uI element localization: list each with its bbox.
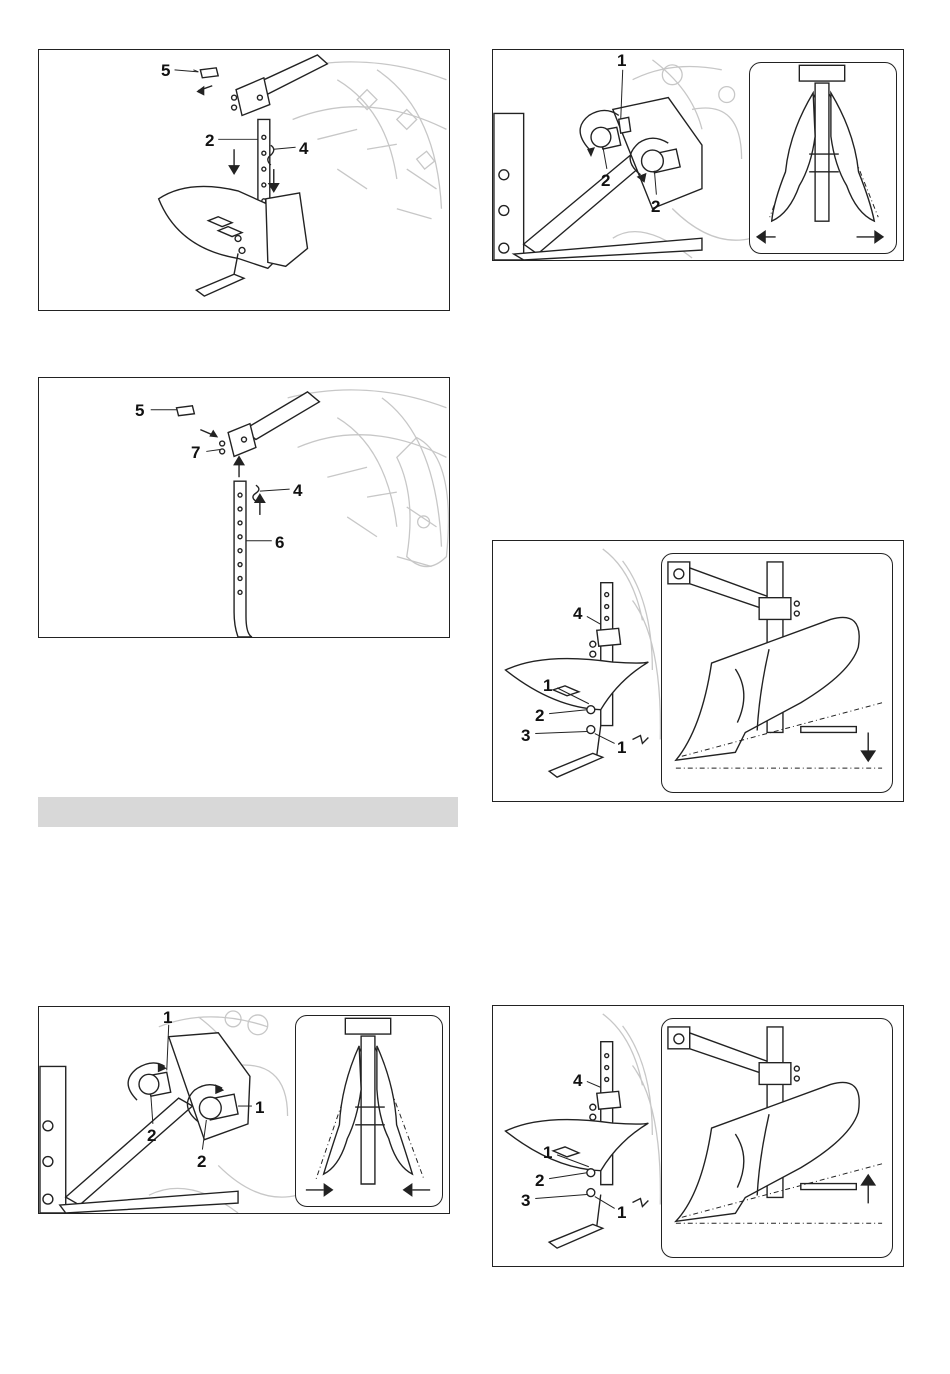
- figure-wings-close: 1 2 2 1: [38, 1006, 450, 1214]
- figure-depth-down: 4 1 2 3 1: [492, 540, 904, 802]
- figure-depth-up: 4 1 2 3 1: [492, 1005, 904, 1267]
- leader-lines-fig2: [39, 378, 449, 637]
- leader-lines-fig6: [493, 1006, 903, 1266]
- leader-lines-fig1: [39, 50, 449, 310]
- figure-wings-open: 1 2 2: [492, 49, 904, 261]
- leader-lines-fig4: [493, 541, 903, 801]
- figure-ridger-attach: 5 2 4: [38, 49, 450, 311]
- leader-lines-fig5: [39, 1007, 449, 1213]
- figure-bar-insert: 5 7 4 6: [38, 377, 450, 638]
- section-heading-bar: [38, 797, 458, 827]
- leader-lines-fig3: [493, 50, 903, 260]
